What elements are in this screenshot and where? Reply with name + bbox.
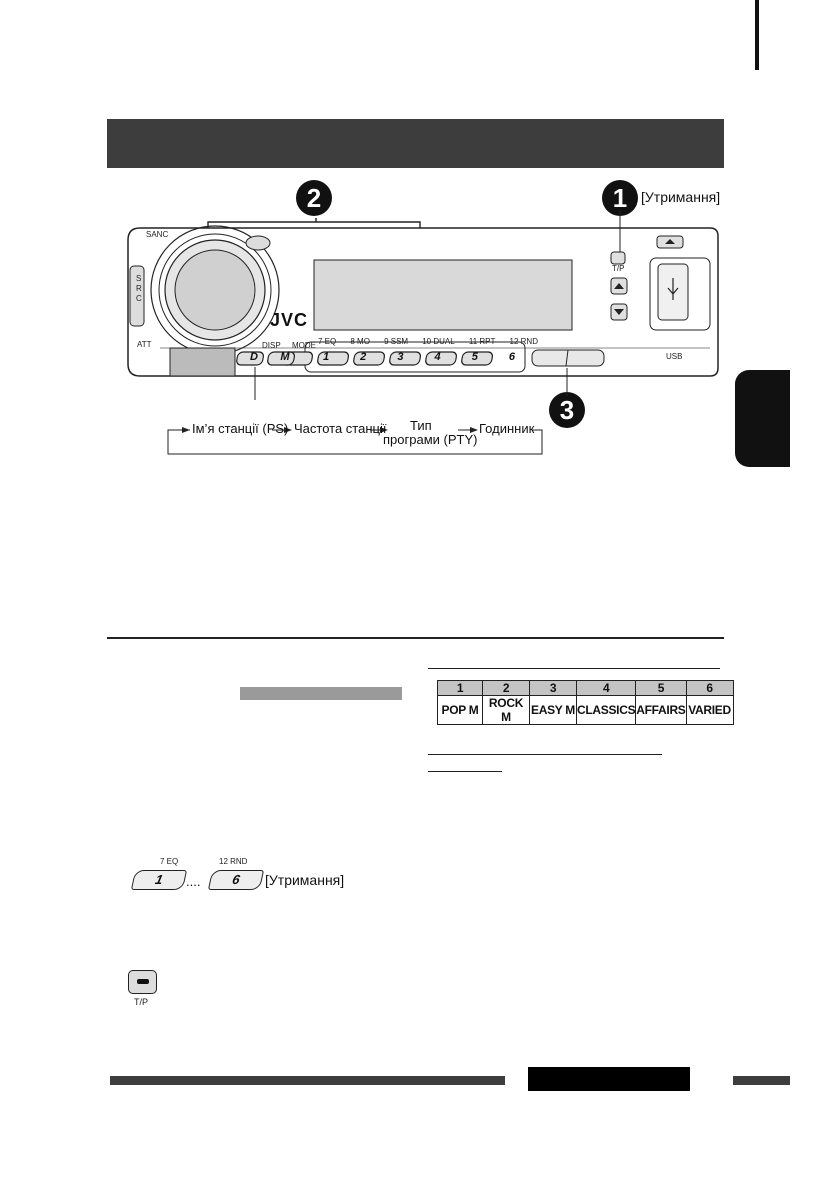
- tp-example-label: T/P: [134, 997, 149, 1007]
- hold-label: [Утримання]: [641, 189, 721, 205]
- preset-button[interactable]: 4: [434, 351, 441, 363]
- underline-2: [428, 771, 502, 772]
- pty-number: 4: [575, 680, 637, 696]
- preset-labels-row: 7 EQ 8 MO 9 SSM 10 DUAL 11 RPT 12 RND: [318, 337, 538, 346]
- preset-button[interactable]: 6: [508, 351, 515, 363]
- preset-label: 7 EQ: [318, 337, 337, 346]
- preset-label: 9 SSM: [384, 337, 409, 346]
- pty-code-table: 1 2 3 4 5 6 POP M ROCK M EASY M CLASSICS…: [437, 680, 734, 725]
- m-button[interactable]: M: [280, 351, 290, 363]
- footer-bar-left: [110, 1076, 505, 1085]
- flow-station-frequency: Частота станції: [294, 421, 387, 436]
- att-label: ATT: [137, 340, 152, 349]
- pty-name: EASY M: [529, 695, 577, 725]
- example-label-6: 12 RND: [219, 857, 248, 866]
- ellipsis-dots: ....: [186, 874, 201, 889]
- example-hold-label: [Утримання]: [265, 872, 345, 888]
- section-divider: [107, 637, 724, 639]
- sanc-label: SANC: [146, 230, 169, 239]
- preset-label: 11 RPT: [468, 337, 496, 346]
- pty-name: ROCK M: [482, 695, 530, 725]
- preset-label: 12 RND: [509, 337, 538, 346]
- display-flow-diagram: [167, 427, 543, 455]
- pty-name: POP M: [437, 695, 483, 725]
- flow-clock: Годинник: [479, 421, 535, 436]
- highlight-bar: [240, 687, 402, 700]
- preset-label: 10 DUAL: [422, 337, 455, 346]
- pty-number: 2: [482, 680, 530, 696]
- pty-name: CLASSICS: [575, 695, 637, 725]
- footer-bar-right: [733, 1076, 790, 1085]
- top-vertical-rule: [755, 0, 759, 70]
- pty-number: 3: [529, 680, 577, 696]
- d-button[interactable]: D: [250, 351, 258, 363]
- usb-label: USB: [666, 352, 683, 361]
- preset-button[interactable]: 1: [322, 351, 330, 363]
- preset-button[interactable]: 2: [360, 351, 367, 363]
- language-side-tab: [735, 370, 790, 467]
- callout-3: 3: [549, 392, 585, 428]
- underline-1: [428, 754, 662, 755]
- preset-6-button[interactable]: 6: [207, 870, 265, 890]
- preset-numbers-row: 1 2 3 4 5 6: [311, 351, 527, 363]
- car-stereo-panel-illustration: [127, 210, 719, 400]
- preset-button[interactable]: 5: [471, 351, 478, 363]
- section-header-bar: [107, 119, 724, 168]
- pty-number: 6: [685, 680, 734, 696]
- footer-page-box: [528, 1067, 690, 1091]
- preset-label: 8 MO: [350, 337, 370, 346]
- flow-program-type-line1: Тип: [410, 418, 432, 433]
- tp-button-mark: [136, 979, 149, 984]
- preset-1-button[interactable]: 1: [130, 870, 188, 890]
- example-label-1: 7 EQ: [160, 857, 179, 866]
- pty-name: VARIED: [685, 695, 734, 725]
- flow-program-type-line2: програми (PTY): [383, 432, 478, 447]
- callout-2: 2: [296, 180, 332, 216]
- pty-name: AFFAIRS: [635, 695, 687, 725]
- mode-label: MODE: [292, 341, 316, 350]
- preset-button[interactable]: 3: [397, 351, 404, 363]
- flow-station-name: Ім’я станції (PS): [192, 421, 289, 436]
- jvc-logo: JVC: [270, 310, 309, 330]
- disp-label: DISP: [262, 341, 281, 350]
- pty-number: 5: [635, 680, 687, 696]
- tp-label: T/P: [612, 264, 625, 273]
- tp-button[interactable]: [128, 970, 157, 994]
- pty-number: 1: [437, 680, 483, 696]
- pty-table-rule: [428, 668, 720, 669]
